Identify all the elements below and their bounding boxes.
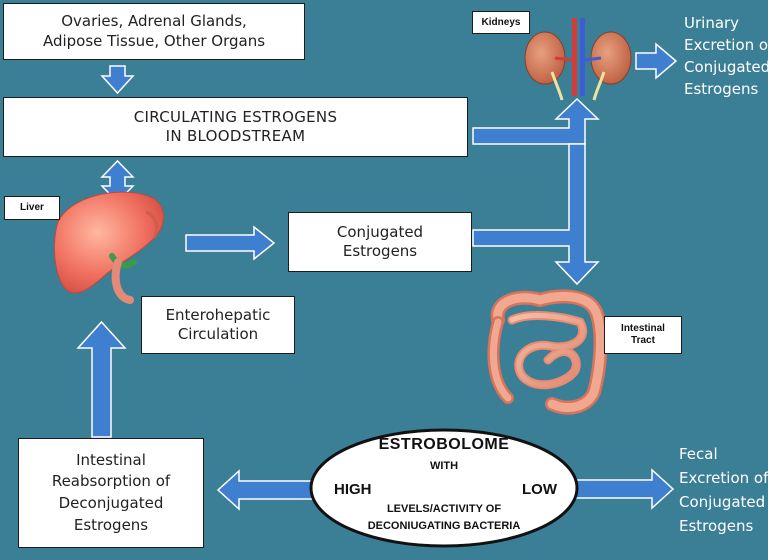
estrobolome-low: LOW [522,481,557,498]
estrobolome-levels: LEVELS/ACTIVITY OF [386,503,502,515]
estrobolome-ellipse [309,428,579,548]
reabsorption-line-2: Reabsorption of [51,472,171,491]
intestinal-tract-label: Intestinal Tract [604,316,682,354]
enterohepatic-line-2: Circulation [177,325,259,343]
intestinal-tract-line-1: Intestinal [621,323,665,334]
arrow-right-liver-conjugated [185,225,276,261]
arrow-up-reabsorption [76,320,127,438]
sources-line-1: Ovaries, Adrenal Glands, [61,12,247,30]
arrow-right-urinary [635,42,678,80]
urinary-line-1: Urinary [684,14,740,32]
box-conjugated-estrogens: Conjugated Estrogens [288,212,472,272]
enterohepatic-line-1: Enterohepatic [165,305,271,324]
kidneys-illustration [524,18,632,101]
reabsorption-line-4: Estrogens [73,515,149,534]
intestine-illustration [487,289,608,415]
arrow-circulating-kidneys [472,97,600,145]
estrobolome-bacteria: DECONIUGATING BACTERIA [367,520,521,532]
kidneys-label: Kidneys [472,11,530,34]
urinary-excretion-text: Urinary Excretion of Conjugated Estrogen… [684,12,768,100]
estrobolome-high: HIGH [334,481,372,498]
urinary-line-3: Conjugated [684,58,768,76]
kidneys-label-text: Kidneys [481,16,521,28]
conjugated-line-2: Estrogens [342,242,418,260]
estrobolome-with: WITH [429,460,459,472]
reabsorption-line-3: Deconjugated [58,494,164,512]
fecal-line-2: Excretion of [679,469,768,487]
conjugated-line-1: Conjugated [336,222,424,241]
estrobolome-title: ESTROBOLOME [378,436,510,453]
circulating-line-2: IN BLOODSTREAM [165,127,306,145]
box-enterohepatic-circulation: Enterohepatic Circulation [141,296,295,354]
sources-line-2: Adipose Tissue, Other Organs [42,31,266,50]
arrow-conjugated-intestine [472,143,600,286]
urinary-line-2: Excretion of [684,36,768,54]
urinary-line-4: Estrogens [684,80,759,98]
liver-illustration [53,191,164,304]
arrow-right-low [571,468,675,510]
arrow-left-high [216,469,315,511]
arrow-down-sources [100,65,135,95]
fecal-line-1: Fecal [679,445,718,463]
fecal-line-3: Conjugated [679,493,766,511]
box-intestinal-reabsorption: Intestinal Reabsorption of Deconjugated … [18,438,204,548]
fecal-excretion-text: Fecal Excretion of Conjugated Estrogens [679,442,768,538]
box-circulating-estrogens: CIRCULATING ESTROGENS IN BLOODSTREAM [3,97,468,157]
liver-label: Liver [4,196,60,220]
box-hormone-sources: Ovaries, Adrenal Glands, Adipose Tissue,… [3,3,305,60]
intestinal-tract-line-2: Tract [631,335,655,346]
circulating-line-1: CIRCULATING ESTROGENS [133,107,338,126]
liver-label-text: Liver [20,202,44,213]
fecal-line-4: Estrogens [679,517,754,535]
reabsorption-line-1: Intestinal [76,450,146,469]
